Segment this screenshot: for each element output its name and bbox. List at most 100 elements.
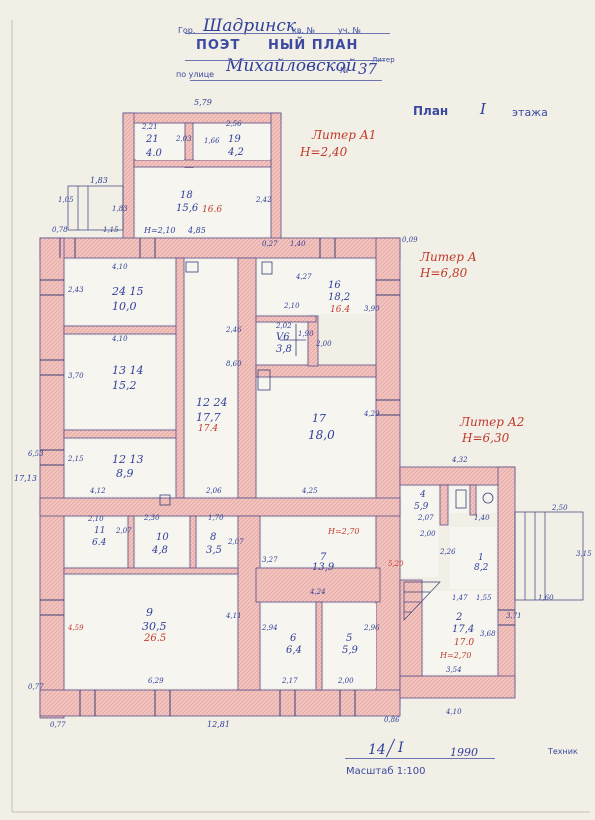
dim-label: 2,46: [226, 326, 242, 334]
room-v6-number: V6: [276, 332, 290, 343]
dim-label: 2,07: [228, 538, 244, 546]
floor-number: I: [480, 100, 486, 118]
dim-label: 5,79: [194, 98, 212, 107]
quarter-label: кв. №: [292, 26, 315, 35]
room-8-area: 3,5: [206, 545, 222, 556]
dim-label: 2,07: [116, 527, 132, 535]
room-12-area: 17,7: [196, 411, 221, 424]
dim-label: H=2,70: [440, 651, 472, 660]
dim-label: 2,00: [316, 340, 332, 348]
liter-a1-name: Литер А1: [312, 128, 377, 142]
house-number: 37: [358, 60, 378, 78]
dim-label: 2,00: [338, 677, 354, 685]
room-7-number: 7: [320, 552, 327, 563]
dim-label: 0,27: [262, 240, 278, 248]
dim-label: 1,55: [476, 594, 492, 602]
dim-label: 2,03: [176, 135, 192, 143]
dim-label: 0,78: [52, 226, 68, 234]
room-19-area: 4,2: [228, 147, 244, 158]
date-year: 1990: [450, 746, 478, 759]
dim-label: 1,05: [58, 196, 74, 204]
room-18-area-corrected: 16.6: [202, 205, 223, 215]
room-8-number: 8: [210, 532, 217, 543]
dim-label: 2,10: [284, 302, 300, 310]
room-4-number: 4: [420, 490, 426, 500]
dim-label: 1,60: [538, 594, 554, 602]
dim-label: 0,09: [402, 236, 418, 244]
room-17-number: 17: [312, 412, 326, 425]
dim-label: 3,15: [576, 550, 592, 558]
room-16-area-corrected: 16.4: [330, 305, 351, 315]
liter-a1-height: H=2,40: [300, 145, 348, 159]
technician-label: Техник: [548, 747, 578, 756]
room-21-number: 21: [146, 134, 159, 145]
dim-label: 2,00: [420, 530, 436, 538]
dim-label: 2,26: [440, 548, 456, 556]
room-4-area: 5,9: [414, 502, 429, 512]
dim-label: 1,15: [103, 226, 119, 234]
dim-label: H=2,70: [328, 527, 360, 536]
dim-label: 2,50: [552, 504, 568, 512]
city-label: Гор.: [178, 26, 196, 35]
dim-label: 1,83: [90, 176, 108, 185]
street-label: по улице: [176, 70, 215, 79]
room-11-number: 11: [94, 526, 106, 536]
dim-label: 4,10: [112, 335, 128, 343]
dim-label: 4,10: [112, 263, 128, 271]
city-name: Шадринск: [203, 16, 297, 36]
document-title: ПОЭТ НЫЙ ПЛАН: [196, 38, 359, 53]
room-16-area: 18,2: [328, 292, 351, 303]
dim-label: 8,60: [226, 360, 242, 368]
dim-label: 0,77: [28, 683, 44, 691]
room-1-area: 8,2: [474, 563, 489, 573]
dim-label: 2,43: [68, 286, 84, 294]
dim-label: H=2,10: [144, 226, 176, 235]
room-10-number: 10: [156, 532, 169, 543]
room-14-area: 15,2: [112, 379, 137, 392]
dim-label: 12,81: [207, 720, 230, 729]
dim-label: 4,27: [296, 273, 312, 281]
room-5-area: 5,9: [342, 645, 358, 656]
dim-label: 2,94: [262, 624, 278, 632]
dim-label: 4,32: [452, 456, 468, 464]
room-12-number: 12 24: [196, 396, 228, 409]
dim-label: 1,40: [290, 240, 306, 248]
plan-label: План: [413, 104, 449, 118]
date-month: I: [398, 740, 404, 756]
dim-label: 3,54: [446, 666, 462, 674]
liter-a2-height: H=6,30: [462, 431, 510, 445]
dim-label: 1,40: [474, 514, 490, 522]
dim-label: 2,30: [144, 514, 160, 522]
number-sign: №: [340, 66, 349, 75]
liter-a2-name: Литер А2: [460, 415, 525, 429]
room-2-number: 2: [456, 612, 463, 623]
room-16-number: 16: [328, 280, 341, 291]
room-17-area: 18,0: [308, 428, 335, 442]
dim-label: 2,56: [226, 120, 242, 128]
room-7-area: 13,9: [312, 562, 335, 573]
liter-a-height: H=6,80: [420, 266, 468, 280]
room-11-area: 6.4: [92, 538, 107, 548]
dim-label: 4,10: [446, 708, 462, 716]
room-18-area: 15,6: [176, 203, 199, 214]
street-name: Михайловской: [226, 56, 357, 76]
dim-label: 17,13: [14, 474, 37, 483]
dim-label: 3,68: [480, 630, 496, 638]
dim-label: 0,86: [384, 716, 400, 724]
dim-label: 2,42: [256, 196, 272, 204]
dim-label: 4,24: [310, 588, 326, 596]
dim-label: 3,70: [68, 372, 84, 380]
room-14-number: 13 14: [112, 364, 144, 377]
dim-label: 3,71: [506, 612, 522, 620]
dim-label: 4,59: [68, 624, 84, 632]
room-19-number: 19: [228, 134, 241, 145]
floor-suffix: этажа: [512, 106, 548, 119]
room-6-number: 6: [290, 633, 297, 644]
dim-label: 2,06: [206, 487, 222, 495]
dim-label: 1,47: [452, 594, 468, 602]
dim-label: 0,77: [50, 721, 66, 729]
dim-label: 6,29: [148, 677, 164, 685]
room-13-area: 8,9: [116, 467, 134, 480]
dim-label: 1,83: [112, 205, 128, 213]
room-9-number: 9: [146, 606, 153, 619]
